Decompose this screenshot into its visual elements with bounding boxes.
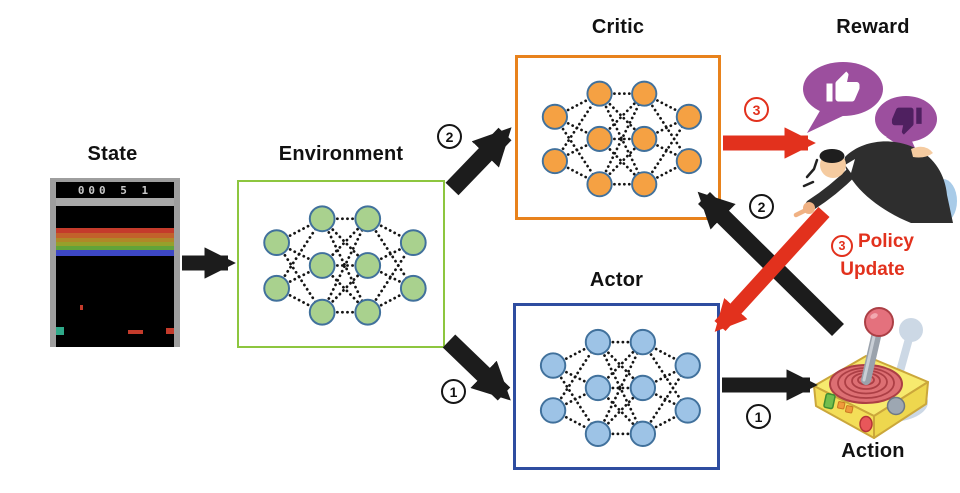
speech-bubble-thumbs-up [803,62,883,133]
joystick-icon [798,302,938,442]
critic-neural-network [541,80,702,198]
actor-label: Actor [589,269,644,291]
game-paddle [128,330,143,334]
joystick-knob [864,307,894,337]
step-badge-policy-update: 3 [831,235,853,257]
step-badge-reward-to-critic: 2 [749,194,774,219]
game-score-text: 000 5 1 [56,182,174,198]
referee-figure [793,141,957,223]
game-left-marker [56,327,64,335]
reward-illustration [793,53,960,225]
step-badge-critic-to-reward: 3 [744,97,769,122]
thumbs-down-icon [891,107,922,135]
environment-box [237,180,445,348]
atari-game-screenshot: 000 5 1 [50,178,180,347]
reward-label: Reward [836,16,910,38]
screen-gray-band [56,198,174,206]
environment-label: Environment [278,143,404,165]
brick-wall [56,228,174,256]
step-badge-actor-to-action: 1 [746,404,771,429]
environment-neural-network [263,205,427,326]
step-badge-env-to-critic: 2 [437,124,462,149]
game-right-marker [166,328,174,334]
step-badge-env-to-actor: 1 [441,379,466,404]
actor-neural-network [539,328,701,447]
state-label: State [87,143,138,165]
critic-label: Critic [591,16,645,38]
exclaim-marks [802,158,819,188]
game-ball [80,305,83,310]
thumbs-up-icon [826,71,860,102]
joystick-buttons [823,392,906,433]
actor-box [513,303,720,470]
action-label: Action [841,440,905,462]
critic-box [515,55,721,220]
